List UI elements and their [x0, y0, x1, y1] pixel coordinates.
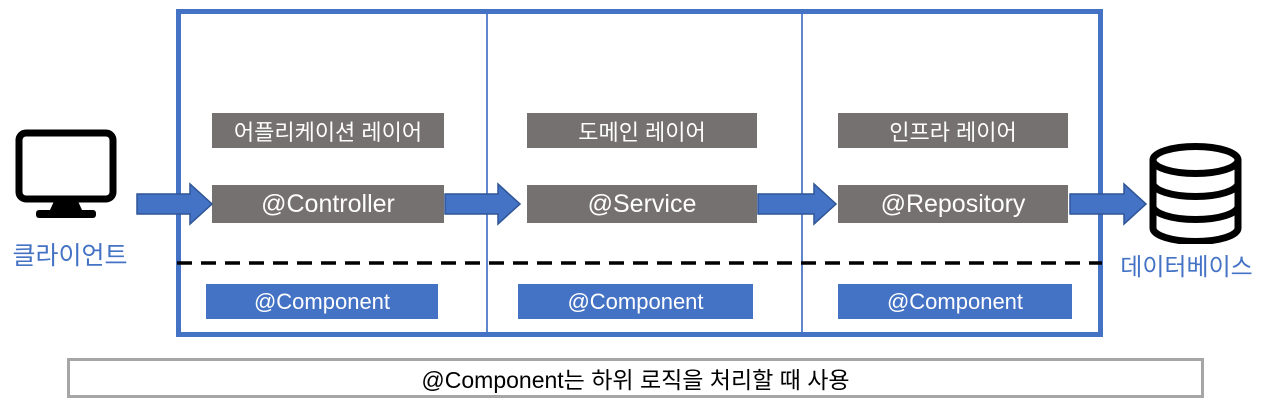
client-label: 클라이언트: [12, 242, 128, 270]
arrow-service-to-repository: [757, 182, 837, 226]
column-divider: [486, 9, 488, 337]
database-label: 데이터베이스: [1120, 254, 1253, 281]
layer-label-domain: 도메인 레이어: [527, 113, 757, 148]
caption-text: @Component는 하위 로직을 처리할 때 사용: [421, 367, 850, 393]
layer-label-infra: 인프라 레이어: [838, 113, 1068, 148]
caption-box: @Component는 하위 로직을 처리할 때 사용: [67, 358, 1204, 398]
layer-label-application: 어플리케이션 레이어: [212, 113, 444, 148]
annotation-repository: @Repository: [838, 185, 1068, 223]
monitor-icon: [14, 128, 118, 222]
component-box-domain: @Component: [518, 284, 753, 319]
annotation-service: @Service: [527, 185, 757, 223]
arrow-controller-to-service: [444, 182, 521, 226]
column-divider: [801, 9, 803, 337]
layers-container-box: [176, 9, 1103, 337]
database-icon: [1147, 141, 1244, 244]
dashed-separator-line: [177, 255, 1102, 271]
arrow-client-to-controller: [136, 182, 213, 226]
arrow-repository-to-database: [1069, 182, 1147, 226]
annotation-controller: @Controller: [212, 185, 444, 223]
component-box-application: @Component: [206, 284, 438, 319]
component-box-infra: @Component: [838, 284, 1072, 319]
